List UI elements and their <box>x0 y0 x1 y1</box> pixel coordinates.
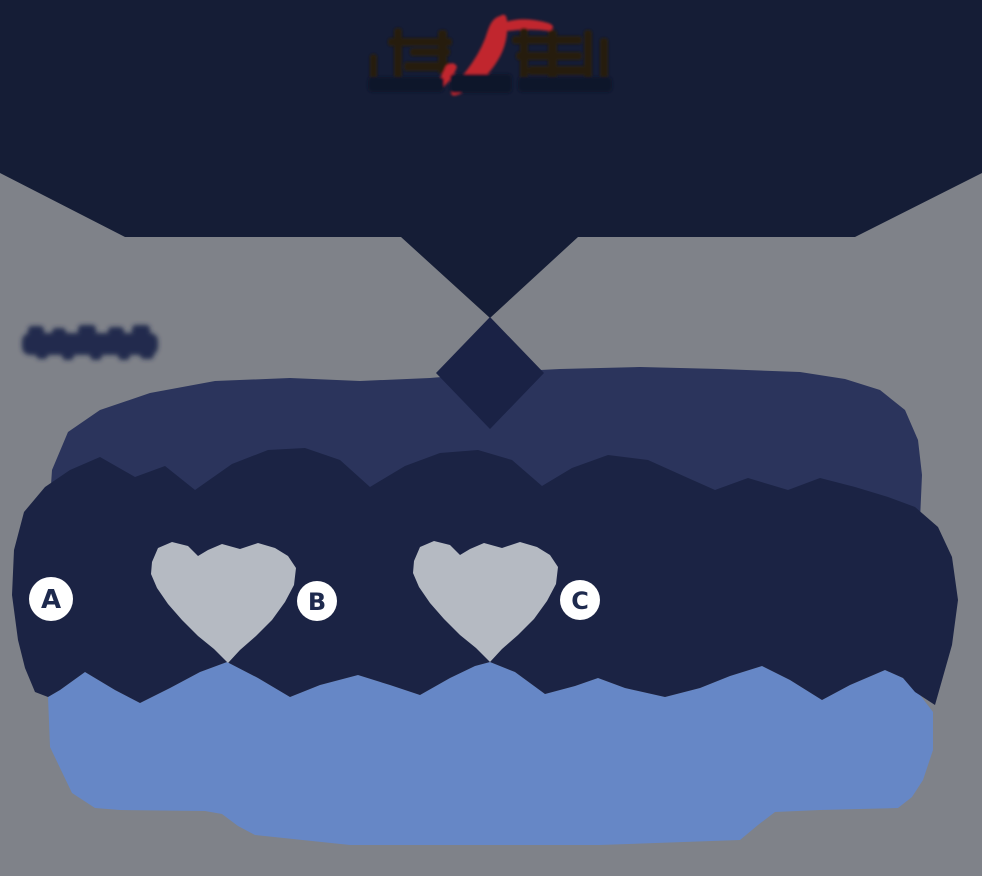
step-circle-a <box>29 577 73 621</box>
logo-subtitle-blob <box>368 74 612 93</box>
flow-arrow-1 <box>151 542 296 663</box>
step-label-a: A <box>41 585 61 615</box>
flow-arrow-2 <box>413 541 558 662</box>
step-label-c: C <box>571 587 589 615</box>
logo-left-glyph <box>370 28 452 84</box>
logo <box>368 14 612 96</box>
bottom-band <box>48 662 933 845</box>
step-badge-c: C <box>560 580 600 620</box>
step-circle-c <box>560 580 600 620</box>
step-label-b: B <box>308 588 326 616</box>
top-banner <box>0 0 982 318</box>
step-badge-b: B <box>297 581 337 621</box>
logo-right-glyph <box>512 28 608 82</box>
step-circle-b <box>297 581 337 621</box>
funnel-diamond <box>436 317 544 429</box>
side-label-blob <box>22 325 158 360</box>
step-badge-a: A <box>29 577 73 621</box>
